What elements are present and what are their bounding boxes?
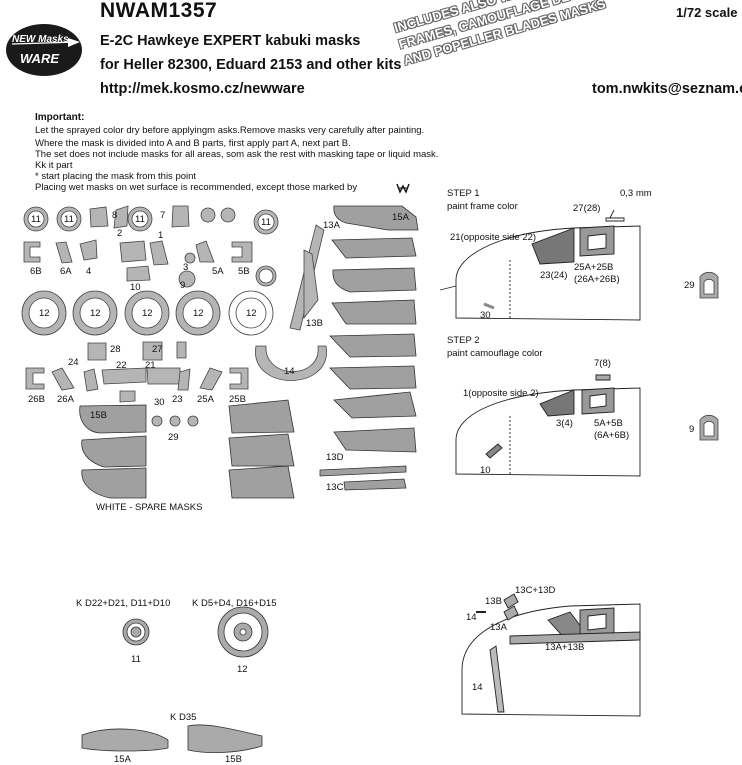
instruction-line: * start placing the mask from this point (35, 171, 197, 182)
step2-label-5: 5A+5B (594, 418, 623, 429)
no-wet-icon (396, 183, 410, 194)
mask-label: 27 (152, 344, 163, 355)
blade-kit-label: K D35 (170, 712, 197, 723)
mask-label: 26A (57, 394, 74, 405)
logo-line1: NEW Masks (12, 34, 69, 45)
product-code: NWAM1357 (100, 0, 218, 22)
wheel-label-12: 12 (237, 664, 248, 675)
mask-label: 15A (392, 212, 409, 223)
step3-label-13a: 13A (490, 622, 507, 633)
mask-label: 4 (86, 266, 92, 277)
mask-label: 12 (39, 308, 50, 319)
mask-label: 11 (135, 214, 145, 225)
website-url: http://mek.kosmo.cz/newware (100, 81, 305, 97)
wheel-kit-label-1: K D22+D21, D11+D10 (76, 598, 171, 609)
step3-label-14-lower: 14 (472, 682, 483, 693)
step3-label-13c: 13C+13D (515, 585, 556, 596)
mask-label: 23 (172, 394, 183, 405)
mask-label: 24 (68, 357, 79, 368)
instructions-heading: Important: (35, 112, 85, 123)
mask-label: 30 (154, 397, 165, 408)
step1-label-30: 30 (480, 310, 491, 321)
step2-label-7: 7(8) (594, 358, 611, 369)
step3-label-13a-13b: 13A+13B (545, 642, 585, 653)
wheel-kit-label-2: K D5+D4, D16+D15 (192, 598, 277, 609)
mask-label: 14 (284, 366, 295, 377)
mask-label: 10 (130, 282, 141, 293)
step1-thickness: 0,3 mm (620, 188, 652, 199)
mask-label: 29 (168, 432, 179, 443)
side-label-29: 29 (684, 280, 695, 291)
mask-label: 13A (323, 220, 340, 231)
mask-label: 11 (64, 214, 74, 225)
step2-label-3: 3(4) (556, 418, 573, 429)
step2-label-6: (6A+6B) (594, 430, 630, 441)
step1-label-23: 23(24) (540, 270, 568, 281)
mask-label: 5A (212, 266, 224, 277)
mask-label: 11 (31, 214, 41, 225)
step2-label-10: 10 (480, 465, 491, 476)
mask-label: 13D (326, 452, 344, 463)
step1-label-27: 27(28) (573, 203, 601, 214)
mask-label: 13B (306, 318, 323, 329)
instruction-line: Let the sprayed color dry before applyin… (35, 125, 425, 136)
step1-label-26: (26A+26B) (574, 274, 620, 285)
mask-label: 12 (90, 308, 101, 319)
mask-label: 22 (116, 360, 127, 371)
step1-label-25: 25A+25B (574, 262, 614, 273)
mask-label: 6B (30, 266, 42, 277)
step1-title: STEP 1 (447, 188, 480, 199)
step3-label-13b: 13B (485, 596, 502, 607)
scale-label: 1/72 scale (676, 5, 738, 20)
mask-label: 12 (193, 308, 204, 319)
kit-compatibility: for Heller 82300, Eduard 2153 and other … (100, 57, 402, 73)
mask-label: 6A (60, 266, 72, 277)
instruction-line: Placing wet masks on wet surface is reco… (35, 182, 358, 193)
mask-label: 25A (197, 394, 214, 405)
mask-label: 26B (28, 394, 45, 405)
spare-masks-label: WHITE - SPARE MASKS (96, 502, 203, 513)
step1-desc: paint frame color (447, 201, 518, 212)
mask-label: 9 (180, 280, 186, 291)
mask-label: 2 (117, 228, 123, 239)
logo-line2: WARE (20, 51, 59, 66)
step1-label-21: 21(opposite side 22) (450, 232, 537, 243)
side-label-9: 9 (689, 424, 695, 435)
new-ware-logo: NEW Masks WARE (6, 24, 82, 76)
mask-label: 28 (110, 344, 121, 355)
product-title: E-2C Hawkeye EXPERT kabuki masks (100, 33, 361, 49)
mask-label: 3 (183, 262, 189, 273)
blade-label-15b: 15B (225, 754, 242, 765)
mask-label: 7 (160, 210, 166, 221)
step2-desc: paint camouflage color (447, 348, 543, 359)
mask-label: 12 (142, 308, 153, 319)
email-address: tom.nwkits@seznam.cz (592, 81, 742, 97)
blade-label-15a: 15A (114, 754, 131, 765)
mask-label: 21 (145, 360, 156, 371)
wheel-label-11: 11 (131, 654, 141, 665)
step2-label-1: 1(opposite side 2) (463, 388, 539, 399)
step3-label-14: 14 (466, 612, 477, 623)
instruction-line: Kk it part (35, 160, 73, 171)
instruction-line: The set does not include masks for all a… (35, 149, 439, 160)
instruction-line: Where the mask is divided into A and B p… (35, 138, 351, 149)
mask-label: 1 (158, 230, 164, 241)
mask-label: 25B (229, 394, 246, 405)
mask-label: 15B (90, 410, 107, 421)
step2-title: STEP 2 (447, 335, 480, 346)
mask-label: 13C (326, 482, 344, 493)
mask-label: 8 (112, 210, 118, 221)
mask-label: 5B (238, 266, 250, 277)
mask-label: 12 (246, 308, 257, 319)
mask-label: 11 (261, 217, 271, 228)
